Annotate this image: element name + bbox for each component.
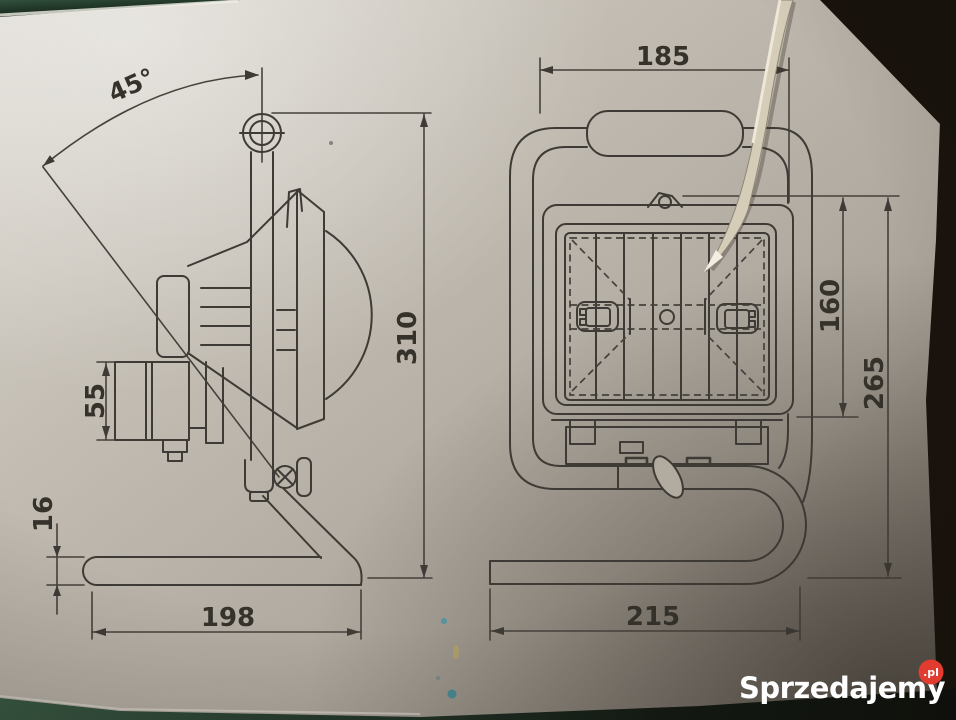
watermark-badge-text: .pl xyxy=(923,666,939,679)
watermark-badge-circle xyxy=(918,659,944,685)
watermark-brand-text: Sprzedajemy xyxy=(739,671,946,705)
watermark-logo: Sprzedajemy .pl xyxy=(739,659,946,705)
